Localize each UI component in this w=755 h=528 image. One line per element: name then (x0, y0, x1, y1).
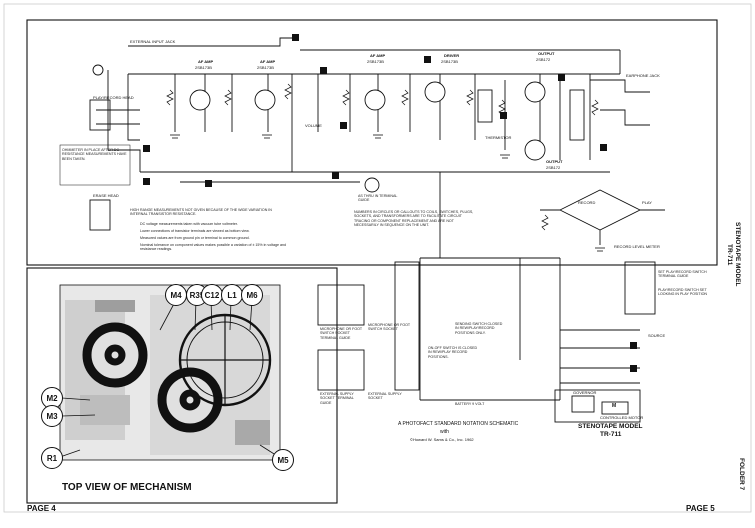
voltage-note-4: Nominal tolerance on component values ma… (140, 243, 287, 252)
ohmmeter-note: OHMMETER IN PLACE AFTER DC RESISTANCE ME… (62, 148, 127, 161)
thermistor-label: THERMISTOR (485, 135, 512, 140)
stage-q4-transistor: 2SB173B (441, 59, 458, 64)
play-label: PLAY (642, 200, 652, 205)
stage-q4-name: DRIVER (444, 53, 460, 58)
side-model-label: TR-711 (726, 244, 733, 266)
terminal-guide-note: AS THRU IN TERMINAL GUIDE (358, 194, 398, 203)
callout-c12: C12 (201, 284, 223, 306)
callout-r1: R1 (41, 447, 63, 469)
photofact-line: A PHOTOFACT STANDARD NOTATION SCHEMATIC (398, 421, 519, 427)
microphone-socket-label: MICROPHONE OR FOOT SWITCH SOCKET (368, 323, 411, 332)
mechanism-photo (59, 284, 283, 461)
earphone-jack-label: EARPHONE JACK (626, 73, 660, 78)
stage-q1-transistor: 2SB173B (195, 65, 212, 70)
stage-q3-name: AF AMP (370, 53, 386, 58)
stage-q6-name: OUTPUT (546, 159, 563, 164)
schematic-frame (26, 19, 718, 266)
play-record-head-label: PLAY/RECORD HEAD (93, 95, 134, 100)
callout-m3: M3 (41, 405, 63, 427)
stage-q5-name: OUTPUT (538, 51, 555, 56)
volume-label: VOLUME (305, 123, 322, 128)
callout-m4: M4 (165, 284, 187, 306)
governor-label: GOVERNOR (573, 390, 597, 395)
photofact-with: with (440, 429, 449, 435)
battery-label: BATTERY 9 VOLT (455, 402, 485, 406)
motor-symbol: M (612, 403, 617, 409)
stage-q5-transistor: 2SB172 (536, 57, 551, 62)
resistance-note: HIGH RANGE MEASUREMENTS NOT GIVEN BECAUS… (130, 208, 272, 217)
external-supply-guide-label: EXTERNAL SUPPLY SOCKET TERMINAL GUIDE (320, 392, 354, 405)
folder-label: FOLDER 7 (738, 458, 745, 491)
source-label: SOURCE (648, 333, 666, 338)
page-right-label: PAGE 5 (686, 504, 715, 513)
sending-switch-note: SENDING SWITCH CLOSED IN REW/PLAY/RECORD… (455, 322, 503, 335)
stage-q1-name: AF AMP (198, 59, 214, 64)
callout-m6: M6 (241, 284, 263, 306)
record-level-meter-label: RECORD LEVEL METER (614, 244, 660, 249)
voltage-note-3: Measured values are from ground pin or t… (140, 236, 250, 240)
copyright-line: ©Howard W. Sams & Co., Inc. 1962 (410, 437, 474, 442)
stage-q2-transistor: 2SB173B (257, 65, 274, 70)
stage-q3-transistor: 2SB173B (367, 59, 384, 64)
switch-guide-play-label: PLAY/RECORD SWITCH SET LOOKING IN PLAY P… (658, 288, 707, 297)
erase-head-label: ERASE HEAD (93, 193, 119, 198)
page-left-label: PAGE 4 (27, 504, 56, 513)
voltage-note-1: DC voltage measurements taken with vacuu… (140, 222, 238, 226)
external-input-jack-label: EXTERNAL INPUT JACK (130, 39, 176, 44)
external-supply-label: EXTERNAL SUPPLY SOCKET (368, 392, 402, 401)
switch-guide-label: SET PLAY/RECORD SWITCH TERMINAL GUIDE (658, 270, 707, 279)
mechanism-title: TOP VIEW OF MECHANISM (62, 482, 192, 493)
voltage-note-2: Lower connections of transistor terminal… (140, 229, 250, 233)
microphone-socket-guide-label: MICROPHONE OR FOOT SWITCH SOCKET TERMINA… (320, 327, 363, 340)
callout-l1: L1 (221, 284, 243, 306)
numbers-note: NUMBERS IN CIRCLES OR CALLOUTS TO COILS,… (354, 210, 474, 228)
controlled-motor-label: CONTROLLED MOTOR (600, 415, 644, 420)
model-brand: STENOTAPE MODEL (578, 423, 643, 430)
model-number: TR-711 (600, 431, 622, 438)
callout-m5: M5 (272, 449, 294, 471)
mechanism-frame (26, 267, 338, 504)
record-label: RECORD (578, 200, 596, 205)
onoff-switch-note: ON-OFF SWITCH IS CLOSED IN REW/PLAY RECO… (428, 346, 478, 359)
stage-q6-transistor: 2SB172 (546, 165, 561, 170)
stage-q2-name: AF AMP (260, 59, 276, 64)
side-brand-label: STENOTAPE MODEL (734, 222, 741, 287)
